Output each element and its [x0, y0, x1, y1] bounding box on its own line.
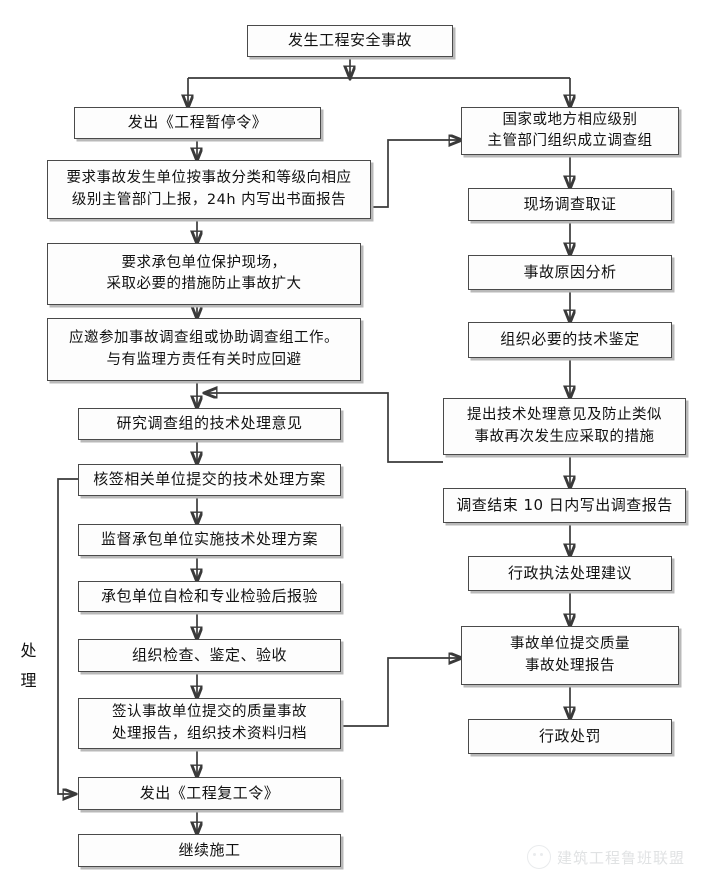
node-resume-order[interactable]: 发出《工程复工令》 [78, 777, 341, 810]
side-label-handling: 处理 [20, 641, 38, 691]
watermark: 建筑工程鲁班联盟 [527, 845, 685, 869]
node-countersign-plan[interactable]: 核签相关单位提交的技术处理方案 [78, 464, 341, 496]
node-continue-work[interactable]: 继续施工 [78, 834, 341, 867]
node-protect-site[interactable]: 要求承包单位保护现场， 采取必要的措施防止事故扩大 [47, 243, 361, 305]
node-propose-measures[interactable]: 提出技术处理意见及防止类似 事故再次发生应采取的措施 [443, 398, 686, 455]
wechat-logo-icon [527, 845, 551, 869]
node-cause-analysis[interactable]: 事故原因分析 [468, 255, 672, 290]
node-quality-report[interactable]: 事故单位提交质量 事故处理报告 [461, 626, 679, 685]
node-supervise-plan[interactable]: 监督承包单位实施技术处理方案 [78, 524, 341, 556]
node-self-inspection[interactable]: 承包单位自检和专业检验后报验 [78, 581, 341, 612]
node-report-requirement[interactable]: 要求事故发生单位按事故分类和等级向相应 级别主管部门上报，24h 内写出书面报告 [47, 160, 371, 219]
node-organize-check[interactable]: 组织检查、鉴定、验收 [78, 639, 341, 672]
watermark-text: 建筑工程鲁班联盟 [557, 848, 686, 867]
node-investigation-report[interactable]: 调查结束 10 日内写出调查报告 [443, 488, 686, 523]
node-join-investigation[interactable]: 应邀参加事故调查组或协助调查组工作。 与有监理方责任有关时应回避 [47, 318, 361, 381]
node-accident[interactable]: 发生工程安全事故 [247, 25, 453, 57]
node-penalty[interactable]: 行政处罚 [468, 719, 672, 754]
node-enforcement-advice[interactable]: 行政执法处理建议 [468, 556, 672, 591]
node-study-opinion[interactable]: 研究调查组的技术处理意见 [78, 408, 341, 440]
node-site-evidence[interactable]: 现场调查取证 [468, 188, 672, 221]
node-form-group[interactable]: 国家或地方相应级别 主管部门组织成立调查组 [461, 107, 679, 155]
node-suspend-order[interactable]: 发出《工程暂停令》 [74, 107, 321, 139]
node-sign-report[interactable]: 签认事故单位提交的质量事故 处理报告，组织技术资料归档 [78, 698, 341, 749]
node-tech-appraisal[interactable]: 组织必要的技术鉴定 [468, 322, 672, 358]
